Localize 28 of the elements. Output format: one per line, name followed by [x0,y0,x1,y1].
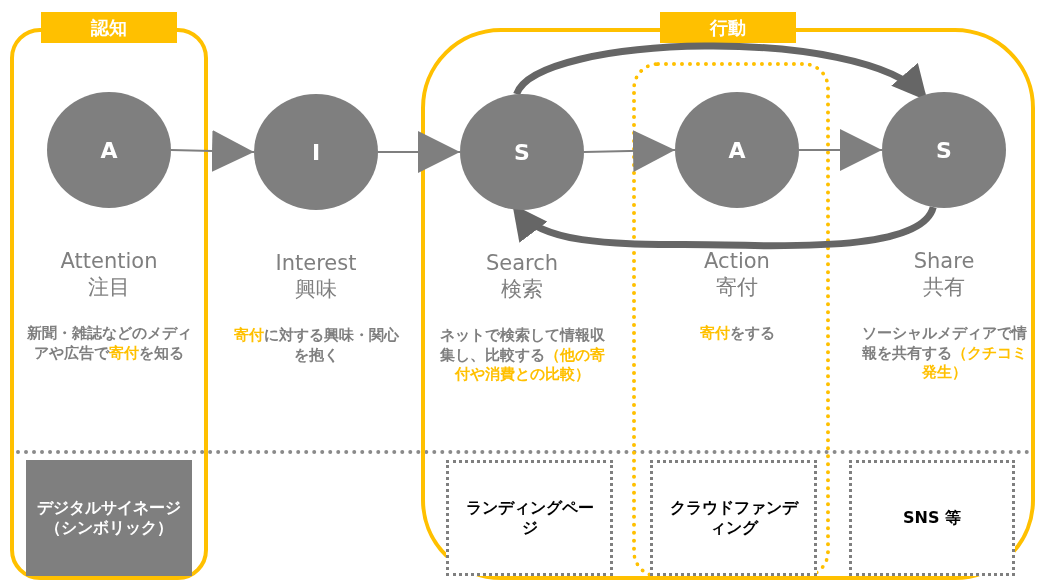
curved-arrow [513,42,929,100]
group-heading: 認知 [41,12,177,43]
media-box: デジタルサイネージ（シンボリック） [26,460,192,576]
dotted-frame [632,62,830,578]
stage-circle: I [254,94,378,210]
stage-circle: A [675,92,799,208]
media-box: SNS 等 [849,460,1015,576]
chevron-arrow [170,130,255,172]
chevron-arrow [798,129,883,171]
group-heading: 行動 [660,12,796,43]
stage-label: Action 寄付 [704,248,770,301]
stage-description: 寄付をする [698,324,776,344]
stage-description: 新聞・雑誌などのメディアや広告で寄付を知る [25,324,193,363]
media-box: ランディングページ [446,460,613,576]
stage-description: ソーシャルメディアで情報を共有する（クチコミ発生） [860,324,1028,383]
stage-circle: S [882,92,1006,208]
stage-label: Share 共有 [913,248,975,301]
stage-description: 寄付に対する興味・関心を抱く [232,326,400,365]
media-box: クラウドファンディング [650,460,817,576]
stage-label: Attention 注目 [60,248,158,301]
stage-description: ネットで検索して情報収集し、比較する（他の寄付や消費との比較） [438,326,606,385]
stage-label: Interest 興味 [275,250,357,303]
stage-circle: A [47,92,171,208]
stage-label: Search 検索 [485,250,559,303]
stage-circle: S [460,94,584,210]
chevron-arrow [377,131,461,173]
curved-arrow [511,204,937,250]
chevron-arrow [583,129,676,172]
